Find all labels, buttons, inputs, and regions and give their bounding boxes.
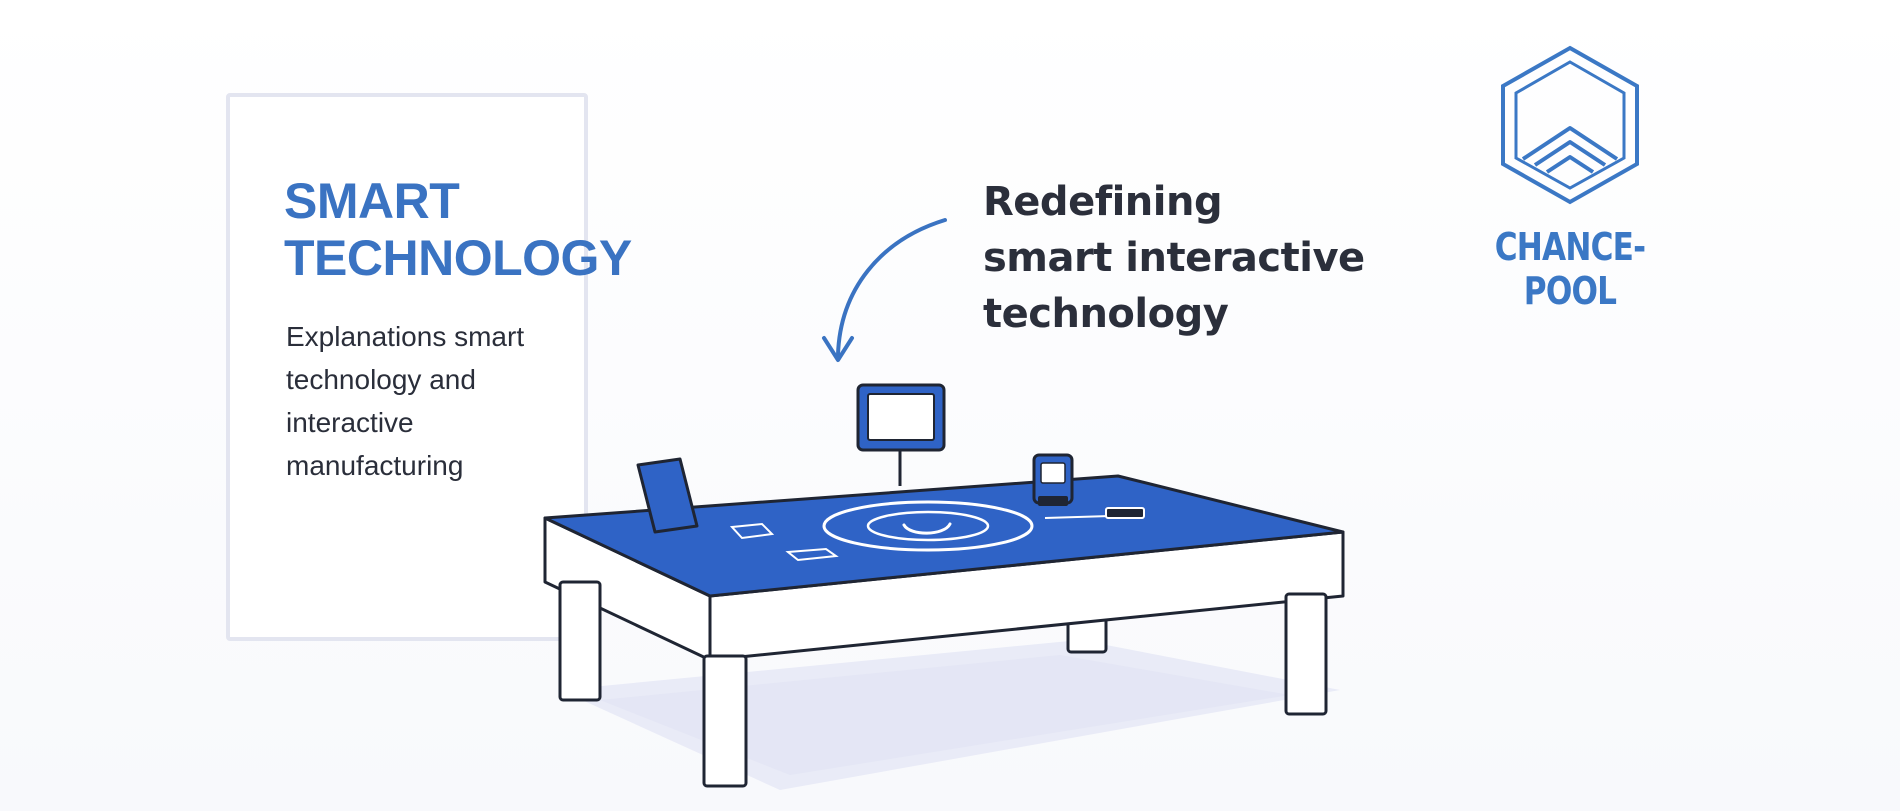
headline-line: technology <box>983 291 1229 337</box>
poster-body-line: Explanations smart <box>286 321 525 352</box>
poster-body-line: manufacturing <box>286 450 464 481</box>
headline: Redefining smart interactive technology <box>983 174 1383 342</box>
poster-body-line: interactive <box>286 407 414 438</box>
poster-description: Explanations smart technology and intera… <box>286 315 576 487</box>
hexagon-logo-icon <box>1501 45 1639 205</box>
brand-logo: CHANCE-POOL <box>1440 40 1700 313</box>
headline-line: smart interactive <box>983 235 1365 281</box>
phone-stand-icon <box>1032 453 1074 506</box>
monitor-icon <box>856 383 946 486</box>
poster-title-line-2: TECHNOLOGY <box>284 230 632 286</box>
poster-title-line-1: SMART <box>284 173 460 229</box>
tablet-icon <box>636 457 699 534</box>
info-poster: SMART TECHNOLOGY Explanations smart tech… <box>226 93 632 641</box>
brand-name: CHANCE-POOL <box>1494 225 1646 313</box>
ripple-ring-icon <box>822 500 1034 552</box>
poster-body-line: technology and <box>286 364 476 395</box>
poster-title: SMART TECHNOLOGY <box>284 173 632 287</box>
headline-line: Redefining <box>983 179 1223 225</box>
